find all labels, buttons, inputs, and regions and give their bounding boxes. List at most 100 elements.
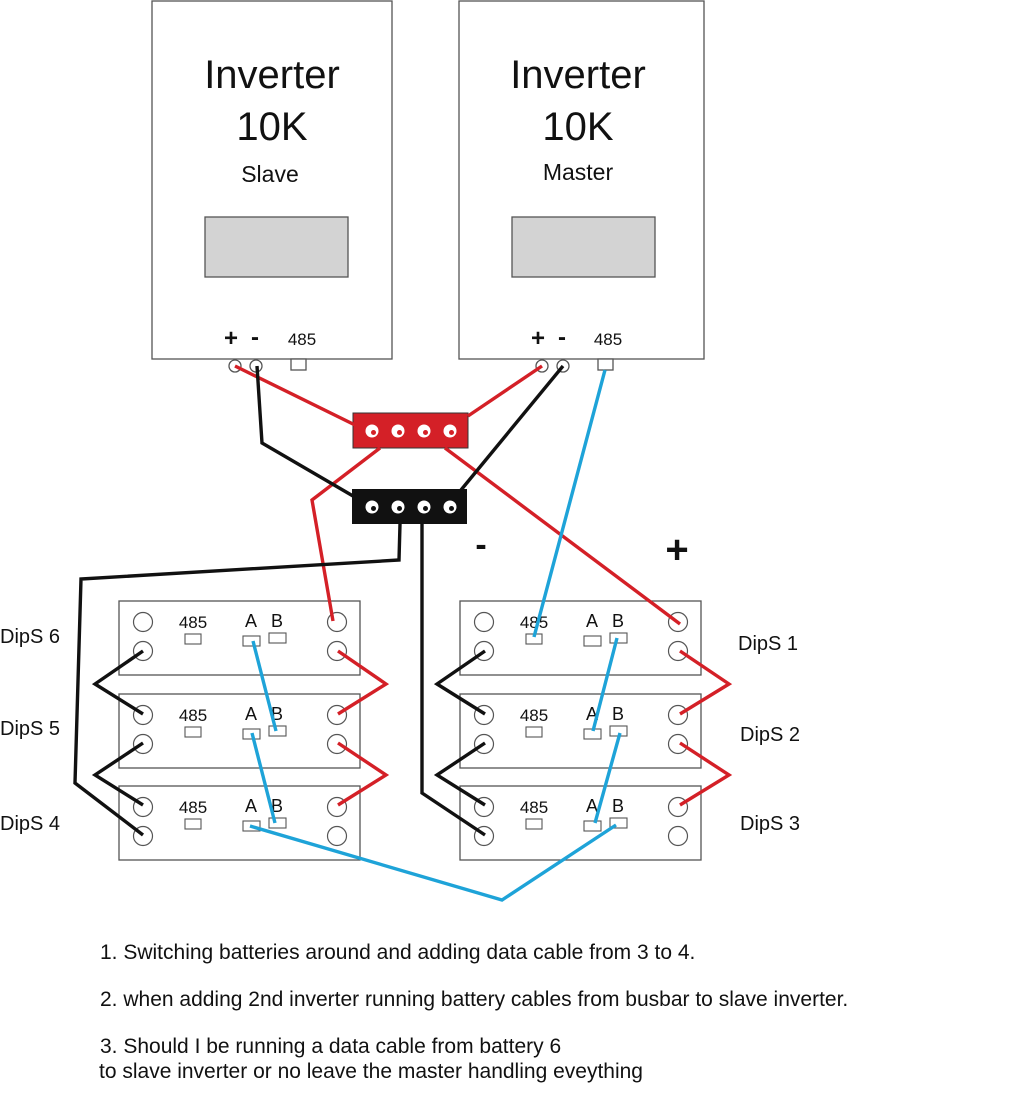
battery-positive-terminal — [326, 704, 348, 726]
battery-port-label: 485 — [520, 798, 548, 817]
inverter-role: Master — [543, 159, 614, 185]
port-label: 485 — [594, 330, 622, 349]
battery-b-label: B — [271, 611, 283, 631]
note-3-line-2: to slave inverter or no leave the master… — [99, 1060, 643, 1083]
battery-negative-terminal — [132, 611, 154, 633]
battery-case — [118, 600, 361, 676]
battery-label: DipS 6 — [0, 626, 60, 648]
battery-case — [459, 693, 702, 769]
battery-negative-terminal — [473, 611, 495, 633]
data-cable-b1-to-b2 — [591, 637, 619, 732]
cable-series-negative — [433, 741, 486, 807]
plus-label: + — [224, 325, 238, 352]
inverter-display — [511, 216, 656, 278]
inverter-rating: 10K — [236, 105, 307, 149]
busbar-screw — [423, 430, 428, 435]
busbar-screw — [423, 506, 428, 511]
battery-positive-terminal — [667, 704, 689, 726]
cable-series-negative — [433, 649, 486, 716]
battery-port-b — [609, 817, 628, 829]
data-cable-b3-to-b4 — [249, 823, 617, 902]
battery-b-label: B — [271, 796, 283, 816]
battery-b-label: B — [612, 704, 624, 724]
battery-rs485-port — [525, 726, 543, 738]
inverter-title: Inverter — [204, 53, 340, 97]
cable-series-positive — [679, 741, 733, 807]
battery-port-label: 485 — [179, 613, 207, 632]
battery-port-a — [242, 635, 261, 647]
port-label: 485 — [288, 330, 316, 349]
battery-label: DipS 5 — [0, 718, 60, 740]
cable-busbar-to-battery3-negative — [420, 524, 486, 837]
inverter-role: Slave — [241, 161, 299, 187]
battery-positive-terminal — [667, 640, 689, 662]
battery-rs485-port — [184, 633, 202, 645]
cable-series-negative — [91, 741, 144, 807]
notes: 1. Switching batteries around and adding… — [99, 940, 849, 1084]
battery-b-label: B — [612, 796, 624, 816]
battery-positive-terminal — [326, 733, 348, 755]
cable-slave-negative — [255, 365, 354, 498]
inverter-title: Inverter — [510, 53, 646, 97]
negative-label: - — [475, 526, 486, 564]
battery-label: DipS 4 — [0, 813, 60, 835]
battery-a-label: A — [586, 796, 598, 816]
battery-port-b — [268, 632, 287, 644]
cable-series-positive — [679, 649, 733, 716]
battery-a-label: A — [586, 611, 598, 631]
battery-port-b — [609, 632, 628, 644]
minus-label: - — [251, 324, 259, 351]
cable-series-positive — [337, 741, 390, 807]
battery-rs485-port — [525, 818, 543, 830]
battery-port-label: 485 — [179, 798, 207, 817]
data-cable-b5-to-b4 — [250, 732, 277, 824]
cable-slave-positive — [234, 364, 356, 427]
note-2: 2. when adding 2nd inverter running batt… — [100, 988, 849, 1011]
busbar-screw — [449, 430, 454, 435]
inverter-rating: 10K — [542, 105, 613, 149]
inverter-slave — [151, 0, 393, 373]
battery-label: DipS 1 — [738, 633, 798, 655]
data-cable-b2-to-b3 — [593, 732, 622, 824]
note-3: 3. Should I be running a data cable from… — [99, 1034, 848, 1084]
minus-label: - — [558, 324, 566, 351]
data-cable-b6-to-b5 — [251, 640, 278, 732]
cable-series-negative — [91, 649, 144, 716]
battery-port-b — [268, 725, 287, 737]
battery-positive-terminal — [326, 825, 348, 847]
plus-label: + — [531, 325, 545, 352]
battery-label: DipS 2 — [740, 724, 800, 746]
battery-case — [118, 693, 361, 769]
battery-port-b — [268, 817, 287, 829]
rs485-port — [290, 358, 307, 371]
battery-port-a — [583, 820, 602, 832]
cable-busbar-to-battery4-negative — [73, 523, 402, 837]
battery-port-label: 485 — [179, 706, 207, 725]
busbar-screw — [371, 506, 376, 511]
rs485-port — [597, 358, 614, 371]
busbar-screw — [449, 506, 454, 511]
busbar-screw — [397, 506, 402, 511]
battery-positive-terminal — [667, 733, 689, 755]
wiring-diagram: Inverter 10K Slave + - 485 Inverter 10K … — [0, 0, 800, 902]
inverter-display — [204, 216, 349, 278]
battery-positive-terminal — [326, 640, 348, 662]
battery-label: DipS 3 — [740, 813, 800, 835]
battery-case — [459, 600, 702, 676]
battery-b-label: B — [612, 611, 624, 631]
battery-a-label: A — [245, 796, 257, 816]
note-3-line-1: 3. Should I be running a data cable from… — [100, 1035, 562, 1058]
inverter-master — [458, 0, 705, 373]
cable-series-positive — [337, 649, 390, 716]
battery-port-a — [583, 635, 602, 647]
cable-busbar-to-battery6-positive — [310, 446, 382, 622]
cable-master-negative — [459, 364, 565, 492]
data-cable-master-to-battery1 — [532, 369, 607, 638]
cable-master-positive — [467, 364, 543, 418]
battery-a-label: A — [245, 704, 257, 724]
battery-port-label: 485 — [520, 706, 548, 725]
